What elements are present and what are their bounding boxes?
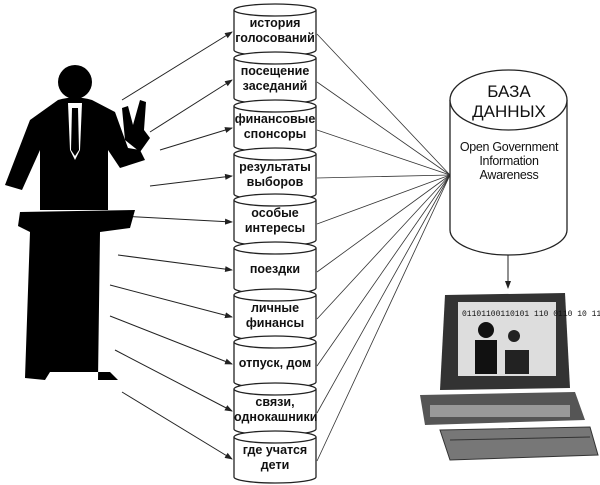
speaker-arrow bbox=[121, 391, 233, 460]
speaker-arrows bbox=[109, 31, 233, 460]
database-link-line bbox=[316, 33, 451, 176]
source-cylinder bbox=[233, 3, 317, 57]
source-cylinder bbox=[233, 51, 317, 105]
source-label: личные финансы bbox=[245, 301, 305, 330]
database-cylinder bbox=[449, 69, 568, 256]
speaker-arrow bbox=[149, 173, 233, 187]
speaker-arrow bbox=[121, 31, 233, 101]
speaker-arrow bbox=[149, 79, 233, 133]
database-link-line bbox=[316, 174, 451, 462]
speaker-arrow bbox=[109, 284, 233, 319]
database-link-line bbox=[316, 174, 451, 225]
source-label: результаты выборов bbox=[239, 160, 311, 189]
speaker-arrow bbox=[159, 127, 233, 151]
database-title: БАЗА ДАННЫХ bbox=[472, 82, 546, 121]
database-link-line bbox=[316, 174, 451, 367]
source-label: история голосований bbox=[235, 16, 315, 45]
screen-code: 01101100110101 110 0110 10 1101 bbox=[462, 310, 600, 319]
source-label: отпуск, дом bbox=[238, 356, 312, 370]
source-cylinder bbox=[233, 382, 317, 436]
source-label: поездки bbox=[249, 262, 301, 276]
database-links bbox=[316, 33, 451, 462]
source-cylinder bbox=[233, 147, 317, 201]
source-label: связи, однокашники bbox=[234, 395, 318, 424]
speaker-arrow bbox=[117, 254, 233, 273]
source-label: особые интересы bbox=[244, 206, 306, 235]
source-cylinders bbox=[233, 3, 317, 484]
source-label: где учатся дети bbox=[242, 443, 308, 472]
database-link-line bbox=[316, 81, 451, 176]
source-cylinder bbox=[233, 430, 317, 484]
speaker-arrow bbox=[114, 349, 233, 412]
source-label: посещение заседаний bbox=[240, 64, 310, 93]
database-link-line bbox=[316, 174, 451, 320]
speaker-arrow bbox=[109, 315, 233, 365]
source-label: финансовые спонсоры bbox=[234, 112, 316, 141]
source-cylinder bbox=[233, 335, 317, 389]
speaker-arrow bbox=[119, 215, 233, 225]
database-subtitle: Open Government Information Awareness bbox=[459, 140, 559, 182]
database-link-line bbox=[316, 174, 451, 179]
database-link-line bbox=[316, 129, 451, 176]
computer-icon: 01101100110101 110 0110 10 1101 bbox=[420, 293, 600, 461]
database-link-line bbox=[316, 174, 451, 273]
speaker-silhouette-icon bbox=[5, 65, 150, 380]
database-link-line bbox=[316, 174, 451, 414]
